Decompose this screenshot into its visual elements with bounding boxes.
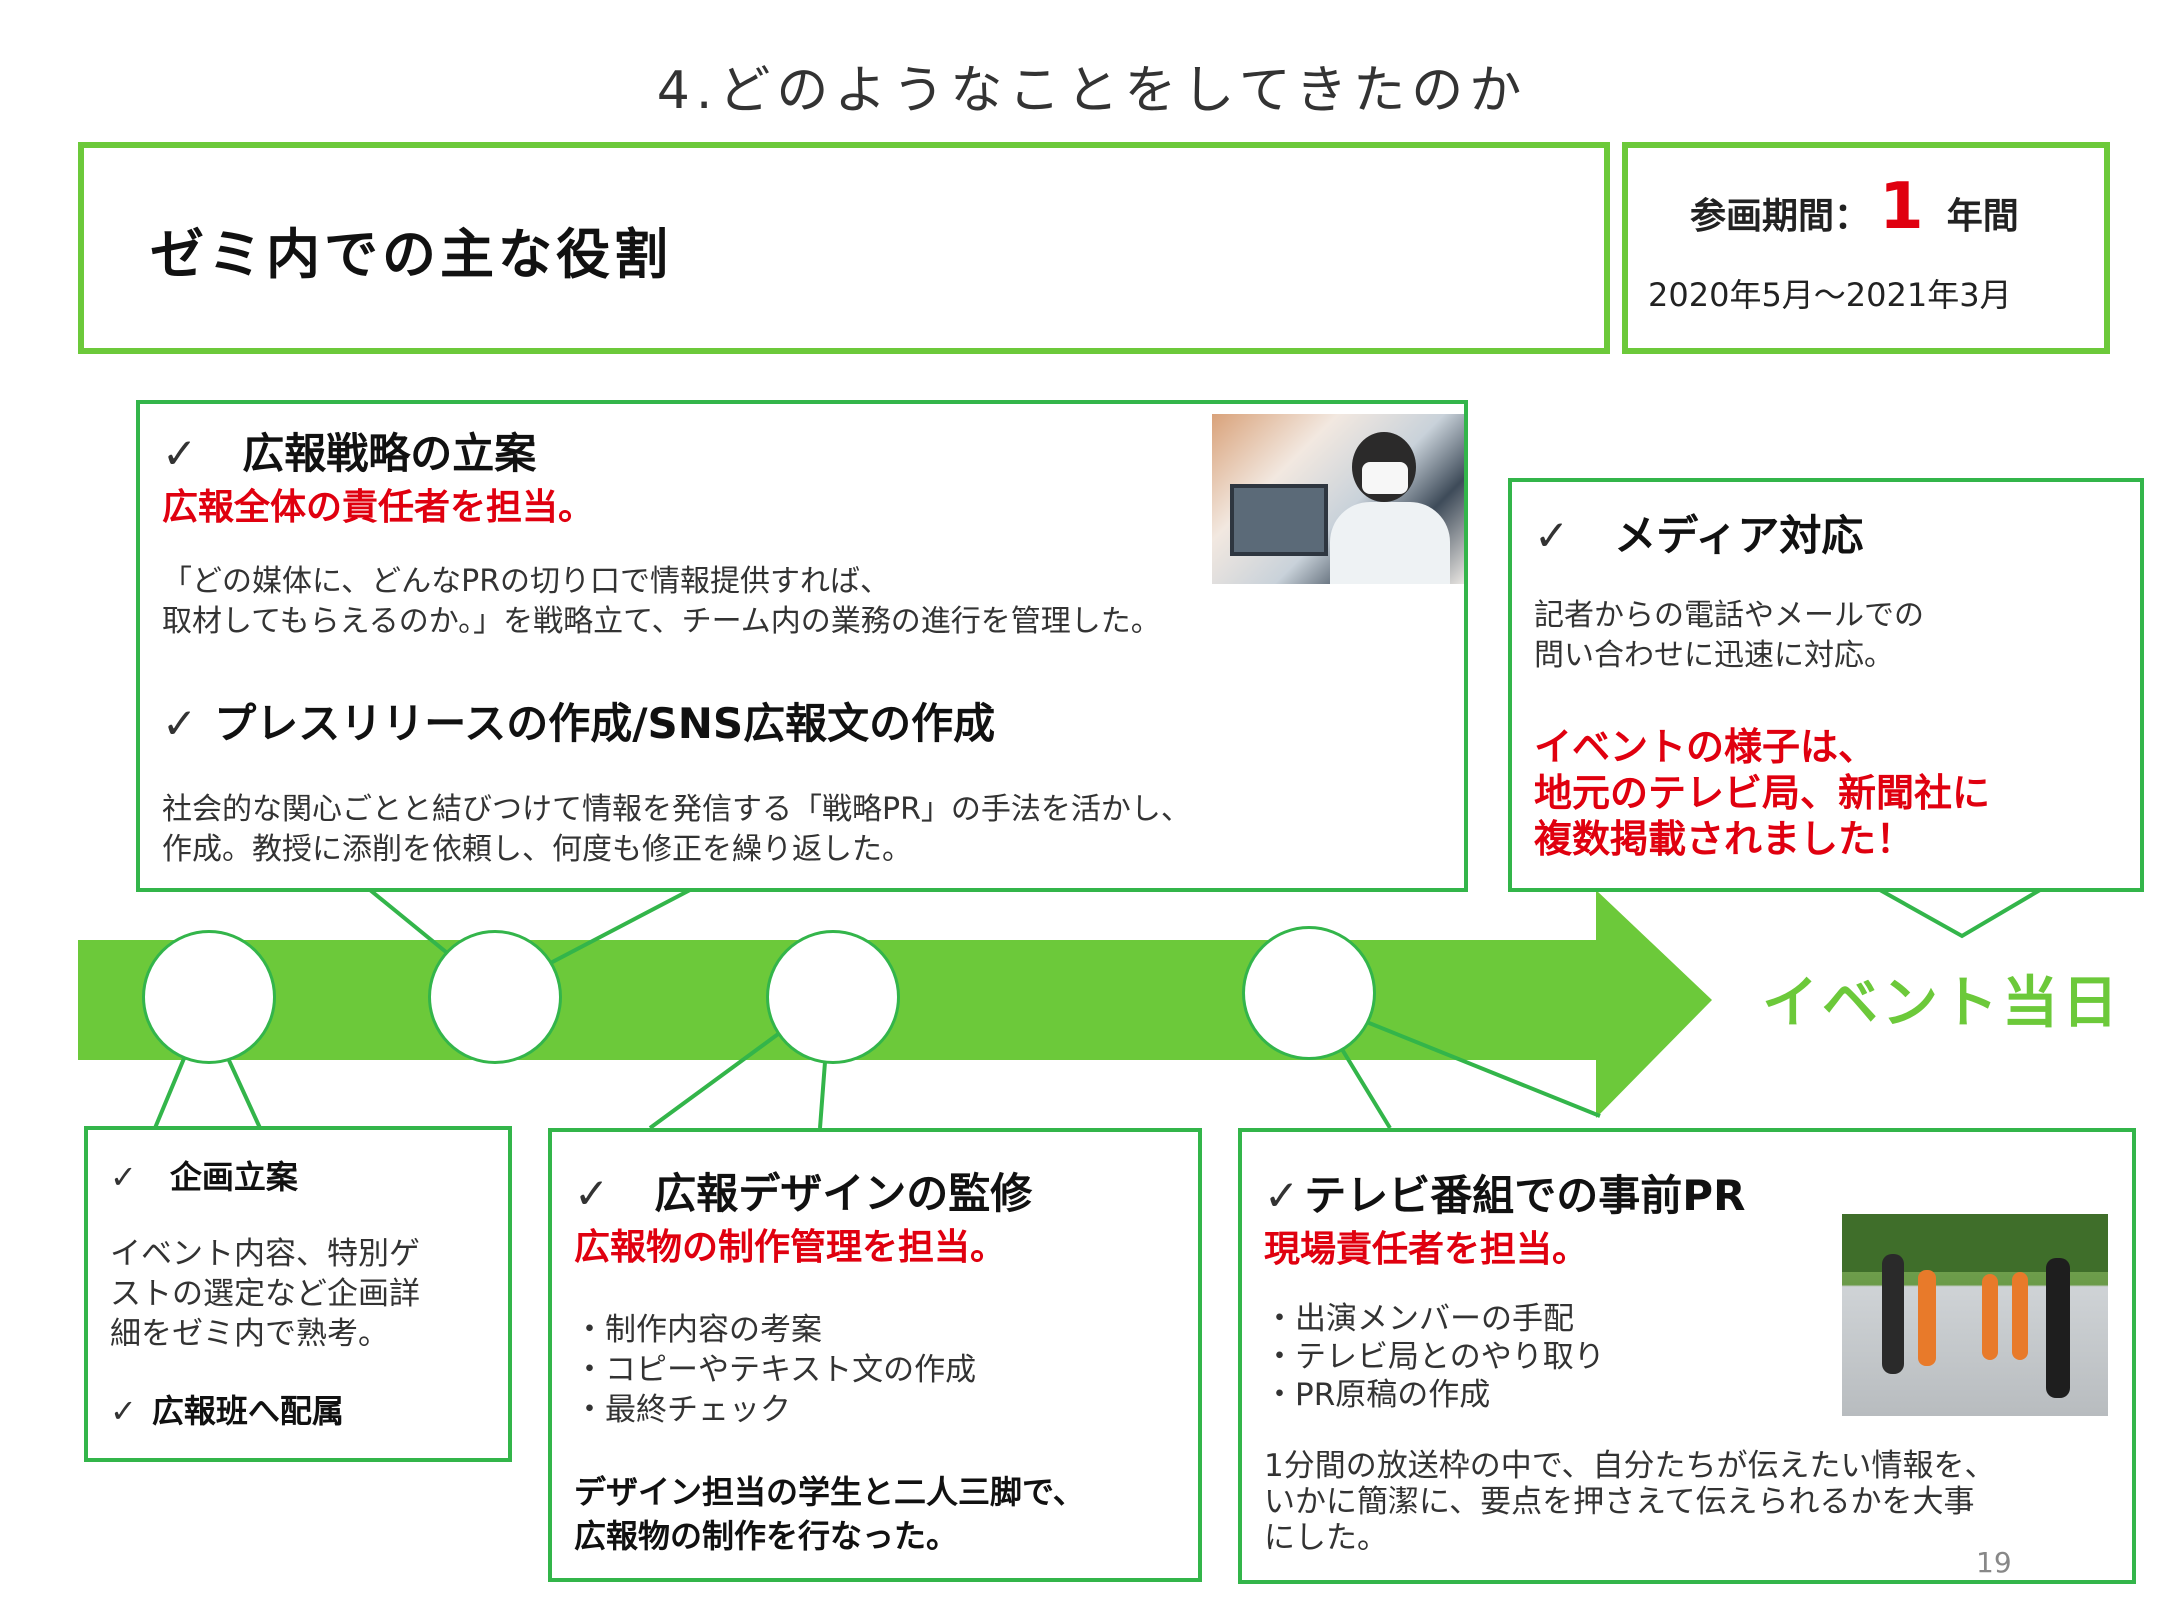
media-body: 記者からの電話やメールでの 問い合わせに迅速に対応。 — [1534, 596, 1924, 676]
media-title-row: ✓ メディア対応 — [1534, 502, 1863, 563]
design-bold-text: デザイン担当の学生と二人三脚で、 広報物の制作を行なった。 — [574, 1470, 1085, 1558]
strategy-body: 「どの媒体に、どんなPRの切り口で情報提供すれば、 取材してもらえるのか。」を戦… — [162, 562, 1161, 642]
period-unit: 年間 — [1946, 196, 2019, 237]
photo-monitor — [1230, 484, 1328, 556]
page-number: 19 — [1976, 1546, 2012, 1579]
plan-body-line1: イベント内容、特別ゲ — [110, 1236, 420, 1272]
timeline-node-1 — [142, 930, 276, 1064]
photo-person-mask — [1362, 462, 1408, 494]
timeline-node-2 — [428, 930, 562, 1064]
event-day-label: イベント当日 — [1762, 971, 2122, 1036]
tv-title-row: ✓ テレビ番組での事前PR — [1264, 1162, 1745, 1223]
tv-body: 1分間の放送枠の中で、自分たちが伝えたい情報を、 いかに簡潔に、要点を押さえて伝… — [1264, 1448, 1995, 1556]
design-red-text: 広報物の制作管理を担当。 — [574, 1227, 1007, 1268]
check-icon: ✓ — [162, 429, 198, 478]
design-items: ・制作内容の考案 ・コピーやテキスト文の作成 ・最終チェック — [574, 1310, 976, 1430]
press-title-row: ✓ プレスリリースの作成/SNS広報文の作成 — [162, 690, 995, 751]
press-body: 社会的な関心ごとと結びつけて情報を発信する「戦略PR」の手法を活かし、 作成。教… — [162, 790, 1191, 870]
timeline-node-3 — [766, 930, 900, 1064]
plan-title: 企画立案 — [169, 1158, 298, 1196]
media-red-text: イベントの様子は、 地元のテレビ局、新聞社に 複数掲載されました！ — [1534, 724, 1990, 862]
tv-body-line1: 1分間の放送枠の中で、自分たちが伝えたい情報を、 — [1264, 1448, 1996, 1484]
period-label: 参画期間： — [1690, 196, 1871, 237]
plan-title2: 広報班へ配属 — [151, 1392, 344, 1430]
media-body-line2: 問い合わせに迅速に対応。 — [1534, 638, 1894, 673]
design-title: 広報デザインの監修 — [654, 1169, 1033, 1218]
strategy-box: ✓ 広報戦略の立案 広報全体の責任者を担当。 「どの媒体に、どんなPRの切り口で… — [136, 400, 1468, 892]
check-icon: ✓ — [574, 1169, 610, 1218]
photo-person — [2012, 1272, 2028, 1360]
media-red-line2: 地元のテレビ局、新聞社に — [1534, 771, 1991, 815]
photo-person-body — [1330, 502, 1450, 584]
timeline-arrow-head — [1596, 890, 1712, 1118]
press-title: プレスリリースの作成/SNS広報文の作成 — [214, 699, 996, 748]
role-box: ゼミ内での主な役割 — [78, 142, 1610, 354]
press-body-line1: 社会的な関心ごとと結びつけて情報を発信する「戦略PR」の手法を活かし、 — [162, 792, 1191, 827]
photo-person — [2046, 1258, 2070, 1398]
design-item: ・最終チェック — [574, 1392, 791, 1428]
check-icon: ✓ — [110, 1392, 137, 1430]
tv-body-line2: いかに簡潔に、要点を押さえて伝えられるかを大事 — [1264, 1484, 1975, 1520]
design-box: ✓ 広報デザインの監修 広報物の制作管理を担当。 ・制作内容の考案 ・コピーやテ… — [548, 1128, 1202, 1582]
outdoor-photo — [1842, 1214, 2108, 1416]
tv-body-line3: にした。 — [1264, 1520, 1388, 1556]
connector-media — [1879, 888, 2042, 939]
design-item: ・制作内容の考案 — [574, 1312, 822, 1348]
press-body-line2: 作成。教授に添削を依頼し、何度も修正を繰り返した。 — [162, 832, 912, 867]
media-red-line1: イベントの様子は、 — [1534, 725, 1877, 769]
plan-title2-row: ✓ 広報班へ配属 — [110, 1386, 344, 1432]
check-icon: ✓ — [110, 1158, 137, 1196]
photo-person — [1882, 1254, 1904, 1374]
plan-body-line3: 細をゼミ内で熟考。 — [110, 1316, 389, 1352]
design-bold-line2: 広報物の制作を行なった。 — [574, 1517, 959, 1555]
plan-title-row: ✓ 企画立案 — [110, 1152, 298, 1198]
tv-items: ・出演メンバーの手配 ・テレビ局とのやり取り ・PR原稿の作成 — [1264, 1300, 1605, 1414]
tv-item: ・テレビ局とのやり取り — [1264, 1339, 1605, 1375]
tv-title: テレビ番組での事前PR — [1304, 1171, 1746, 1220]
timeline-node-4 — [1242, 926, 1376, 1060]
design-item: ・コピーやテキスト文の作成 — [574, 1352, 977, 1388]
strategy-title: 広報戦略の立案 — [242, 429, 537, 478]
period-label-row: 参画期間： 1 年間 — [1690, 170, 2019, 244]
photo-person — [1982, 1274, 1998, 1360]
period-box: 参画期間： 1 年間 2020年5月～2021年3月 — [1622, 142, 2110, 354]
role-box-title: ゼミ内での主な役割 — [150, 223, 672, 286]
tv-box: ✓ テレビ番組での事前PR 現場責任者を担当。 ・出演メンバーの手配 ・テレビ局… — [1238, 1128, 2136, 1584]
period-range: 2020年5月～2021年3月 — [1648, 276, 2012, 314]
plan-body-line2: ストの選定など企画詳 — [110, 1276, 420, 1312]
media-red-line3: 複数掲載されました！ — [1534, 817, 1915, 861]
strategy-body-line1: 「どの媒体に、どんなPRの切り口で情報提供すれば、 — [162, 564, 891, 599]
tv-red-text: 現場責任者を担当。 — [1264, 1229, 1589, 1270]
page-title: 4.どのようなことをしてきたのか — [656, 61, 1528, 121]
photo-person — [1918, 1270, 1936, 1366]
check-icon: ✓ — [1264, 1171, 1300, 1220]
media-title: メディア対応 — [1614, 511, 1864, 560]
plan-box: ✓ 企画立案 イベント内容、特別ゲ ストの選定など企画詳 細をゼミ内で熟考。 ✓… — [84, 1126, 512, 1462]
tv-item: ・出演メンバーの手配 — [1264, 1301, 1574, 1337]
tv-item: ・PR原稿の作成 — [1264, 1377, 1491, 1413]
strategy-red-text: 広報全体の責任者を担当。 — [162, 487, 595, 528]
check-icon: ✓ — [162, 699, 198, 748]
period-number: 1 — [1879, 170, 1924, 244]
check-icon: ✓ — [1534, 511, 1570, 560]
plan-body: イベント内容、特別ゲ ストの選定など企画詳 細をゼミ内で熟考。 — [110, 1234, 420, 1354]
media-body-line1: 記者からの電話やメールでの — [1534, 598, 1924, 633]
media-box: ✓ メディア対応 記者からの電話やメールでの 問い合わせに迅速に対応。 イベント… — [1508, 478, 2144, 892]
design-title-row: ✓ 広報デザインの監修 — [574, 1160, 1032, 1221]
strategy-title-row: ✓ 広報戦略の立案 — [162, 420, 536, 481]
strategy-body-line2: 取材してもらえるのか。」を戦略立て、チーム内の業務の進行を管理した。 — [162, 604, 1161, 639]
office-photo — [1212, 414, 1464, 584]
design-bold-line1: デザイン担当の学生と二人三脚で、 — [574, 1473, 1085, 1511]
